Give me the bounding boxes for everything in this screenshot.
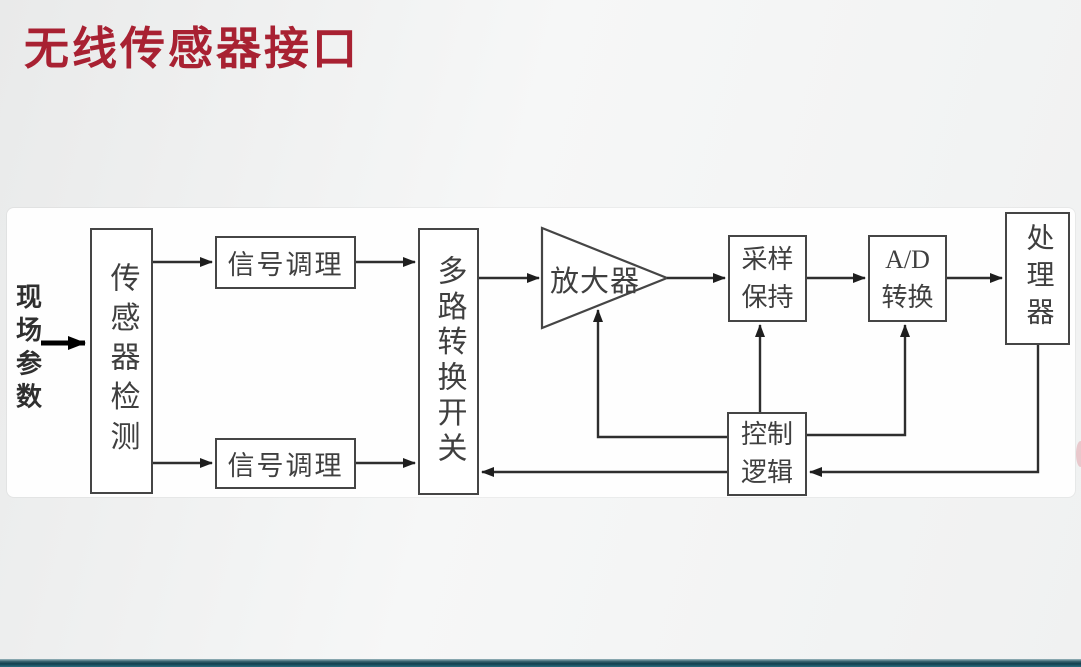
ad-converter-line2: 转换 (881, 282, 934, 312)
input-label: 现场参数 (12, 283, 42, 417)
connector-lines (41, 226, 1040, 477)
ad-converter-line1: A/D (885, 244, 930, 274)
block-sensor-detect: 传感器检测 (90, 228, 153, 494)
arrow-processor-to-control (809, 345, 1040, 477)
diagram-panel: 现场参数 传感器检测 信号调理 信号调理 多路转换开关 放大器 采样 保持 A/… (7, 208, 1075, 497)
block-control-logic: 控制 逻辑 (727, 412, 807, 496)
sample-hold-line1: 采样 (741, 244, 794, 274)
sample-hold-line2: 保持 (741, 282, 794, 312)
footer-accent-bar (0, 659, 1081, 667)
page-title: 无线传感器接口 (24, 23, 361, 74)
block-amplifier-label: 放大器 (549, 266, 640, 298)
arrow-control-to-adc (807, 324, 910, 437)
block-sample-hold: 采样 保持 (728, 235, 807, 322)
control-logic-line1: 控制 (740, 420, 793, 450)
control-logic-line2: 逻辑 (740, 458, 793, 487)
block-signal-conditioning-bottom: 信号调理 (215, 438, 356, 489)
block-multiplexer: 多路转换开关 (418, 228, 479, 495)
arrow-control-to-amplifier (593, 309, 727, 439)
block-signal-conditioning-top: 信号调理 (215, 236, 356, 289)
block-processor: 处理器 (1005, 212, 1070, 345)
watermark-sliver (1076, 441, 1081, 467)
block-ad-converter: A/D 转换 (868, 235, 947, 322)
amplifier-triangle (540, 226, 670, 330)
